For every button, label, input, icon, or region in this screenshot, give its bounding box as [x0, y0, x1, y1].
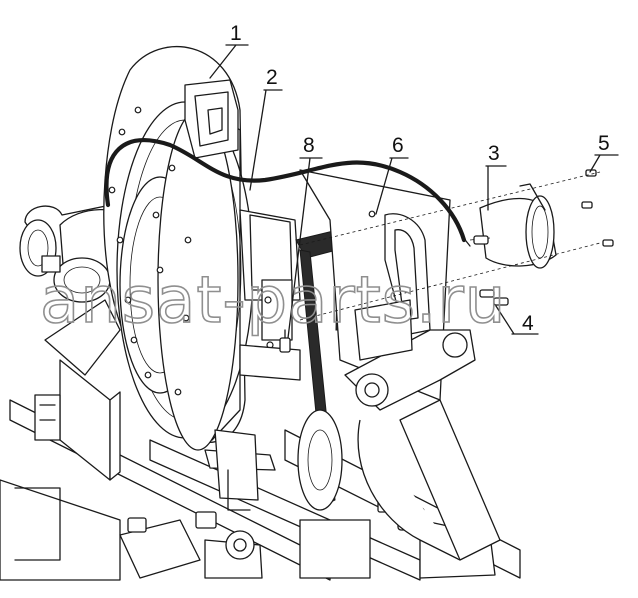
bearing-cap [469, 183, 557, 269]
callouts: 1 2 3 4 5 6 8 [230, 22, 610, 335]
leader-lines [209, 44, 619, 339]
callout-4: 4 [522, 312, 534, 335]
callout-8: 8 [303, 134, 315, 157]
callout-3: 3 [488, 142, 500, 165]
hose [104, 138, 467, 243]
bearing-block [204, 209, 301, 511]
watermark-text: ansat-parts.ru [40, 264, 506, 338]
mounting-plate [299, 169, 501, 561]
callout-2: 2 [266, 66, 278, 89]
callout-5: 5 [598, 132, 610, 155]
callout-6: 6 [392, 134, 404, 157]
fitting [279, 329, 291, 353]
fan-housing [103, 46, 254, 451]
chassis-frame [0, 359, 521, 581]
callout-1: 1 [230, 22, 242, 45]
